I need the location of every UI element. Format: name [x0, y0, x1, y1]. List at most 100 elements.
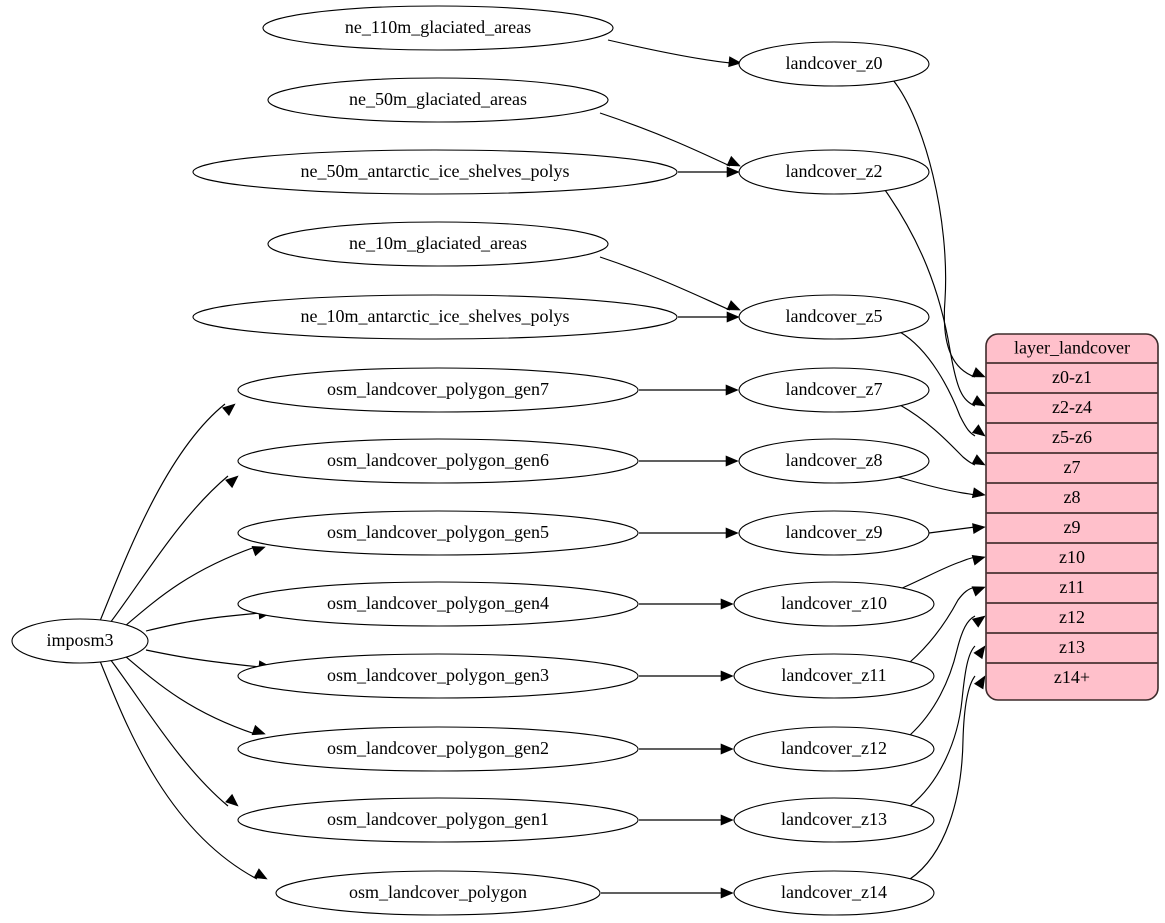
node-osm_landcover_polygon_gen7[interactable]: osm_landcover_polygon_gen7: [237, 367, 639, 413]
node-ne_50m_antarctic_ice_shelves_polys[interactable]: ne_50m_antarctic_ice_shelves_polys: [192, 149, 678, 195]
node-ne_110m_glaciated_areas[interactable]: ne_110m_glaciated_areas: [262, 5, 614, 51]
node-landcover_z0[interactable]: landcover_z0: [738, 41, 930, 87]
edge-line: [607, 39, 732, 64]
table-layer_landcover[interactable]: layer_landcover z0-z1 z2-z4 z5-z6 z7 z8 z9 z10 z…: [985, 333, 1159, 701]
table-row[interactable]: z9: [986, 517, 1158, 544]
node-outline: [192, 294, 678, 340]
edge-line: [599, 256, 731, 311]
arrow-head: [225, 793, 239, 807]
node-landcover_z5[interactable]: landcover_z5: [738, 294, 930, 340]
table-row-label: z5-z6: [1052, 427, 1092, 447]
edge-imposm3-to-osm_landcover_polygon_gen5: [124, 546, 266, 627]
table-background: [985, 333, 1159, 701]
imposm3-node-layer: imposm3: [11, 618, 149, 664]
node-outline: [262, 5, 614, 51]
node-landcover_z12[interactable]: landcover_z12: [733, 726, 935, 772]
table-row-label: z12: [1059, 607, 1085, 627]
table-row-label: z7: [1064, 457, 1081, 477]
node-outline: [11, 618, 149, 664]
node-osm_landcover_polygon_gen3[interactable]: osm_landcover_polygon_gen3: [237, 653, 639, 699]
node-osm_landcover_polygon_gen6[interactable]: osm_landcover_polygon_gen6: [237, 438, 639, 484]
node-outline: [738, 510, 930, 556]
node-label: osm_landcover_polygon_gen2: [327, 738, 549, 758]
node-ne_50m_glaciated_areas[interactable]: ne_50m_glaciated_areas: [267, 77, 609, 123]
node-landcover_z13[interactable]: landcover_z13: [733, 797, 935, 843]
arrow-head: [971, 586, 986, 597]
edge-landcover_z13-to-row_z13: [909, 645, 986, 807]
node-landcover_z2[interactable]: landcover_z2: [738, 149, 930, 195]
node-osm_landcover_polygon_gen4[interactable]: osm_landcover_polygon_gen4: [237, 581, 639, 627]
node-osm_landcover_polygon[interactable]: osm_landcover_polygon: [275, 870, 601, 916]
node-osm_landcover_polygon_gen5[interactable]: osm_landcover_polygon_gen5: [237, 510, 639, 556]
table-row[interactable]: z0-z1: [986, 367, 1158, 394]
edge-landcover_z11-to-row_z11: [909, 586, 986, 663]
edge-line: [109, 475, 229, 624]
node-landcover_z11[interactable]: landcover_z11: [733, 653, 935, 699]
node-outline: [738, 294, 930, 340]
node-landcover_z7[interactable]: landcover_z7: [738, 367, 930, 413]
edge-line: [884, 189, 976, 407]
table-row[interactable]: z12: [986, 607, 1158, 634]
node-outline: [237, 726, 639, 772]
arrow-head: [726, 300, 741, 311]
edges-layer: [99, 39, 986, 899]
node-label: osm_landcover_polygon_gen3: [327, 665, 549, 685]
arrow-head: [725, 455, 739, 467]
edge-imposm3-to-osm_landcover_polygon: [99, 660, 268, 880]
node-ne_10m_antarctic_ice_shelves_polys[interactable]: ne_10m_antarctic_ice_shelves_polys: [192, 294, 678, 340]
arrow-head: [971, 454, 986, 466]
table-title: layer_landcover: [1014, 338, 1130, 358]
arrow-head: [720, 814, 734, 826]
arrow-head: [251, 546, 266, 557]
node-ne_10m_glaciated_areas[interactable]: ne_10m_glaciated_areas: [267, 221, 609, 267]
table-row-label: z9: [1064, 517, 1081, 537]
node-landcover_z9[interactable]: landcover_z9: [738, 510, 930, 556]
table-row[interactable]: z7: [986, 457, 1158, 484]
edge-line: [909, 675, 976, 880]
node-outline: [267, 77, 609, 123]
table-row-label: z2-z4: [1052, 397, 1092, 417]
node-label: landcover_z10: [781, 593, 887, 613]
arrow-head: [225, 475, 239, 489]
node-landcover_z8[interactable]: landcover_z8: [738, 438, 930, 484]
edge-landcover_z14-to-row_z14+: [909, 675, 986, 880]
arrow-head: [971, 554, 986, 566]
node-outline: [733, 581, 935, 627]
node-landcover_z14[interactable]: landcover_z14: [733, 870, 935, 916]
arrow-head: [720, 598, 734, 610]
arrow-head: [222, 403, 236, 417]
node-label: landcover_z2: [786, 161, 883, 181]
node-osm_landcover_polygon_gen2[interactable]: osm_landcover_polygon_gen2: [237, 726, 639, 772]
node-outline: [733, 653, 935, 699]
table-row-label: z14+: [1054, 667, 1090, 687]
edge-imposm3-to-osm_landcover_polygon_gen2: [124, 655, 266, 736]
node-outline: [237, 438, 639, 484]
arrow-head: [251, 724, 266, 736]
node-landcover_z10[interactable]: landcover_z10: [733, 581, 935, 627]
arrow-head: [726, 155, 741, 167]
arrow-head: [720, 670, 734, 682]
table-row[interactable]: z5-z6: [986, 427, 1158, 454]
node-label: ne_10m_glaciated_areas: [349, 233, 527, 253]
table-row[interactable]: z13: [986, 637, 1158, 664]
node-label: ne_10m_antarctic_ice_shelves_polys: [301, 306, 570, 326]
table-row[interactable]: z11: [986, 577, 1158, 604]
arrow-head: [973, 645, 986, 660]
edge-line: [599, 112, 731, 167]
node-osm_landcover_polygon_gen1[interactable]: osm_landcover_polygon_gen1: [237, 797, 639, 843]
arrow-head: [728, 56, 742, 68]
table-row-label: z8: [1064, 487, 1081, 507]
edge-ne_50m_antarctic_ice_shelves_polys-to-landcover_z2: [678, 166, 740, 178]
node-outline: [237, 581, 639, 627]
table-row[interactable]: z14+: [1054, 667, 1090, 687]
table-row[interactable]: z2-z4: [986, 397, 1158, 424]
node-outline: [733, 726, 935, 772]
node-outline: [192, 149, 678, 195]
node-label: landcover_z7: [786, 379, 883, 399]
table-row[interactable]: z8: [986, 487, 1158, 514]
layer-landcover-table: layer_landcover z0-z1 z2-z4 z5-z6 z7 z8 z9 z10 z…: [985, 333, 1159, 701]
table-row[interactable]: z10: [986, 547, 1158, 574]
edge-osm_landcover_polygon_gen1-to-landcover_z13: [639, 814, 734, 826]
arrow-head: [972, 523, 986, 534]
node-imposm3[interactable]: imposm3: [11, 618, 149, 664]
